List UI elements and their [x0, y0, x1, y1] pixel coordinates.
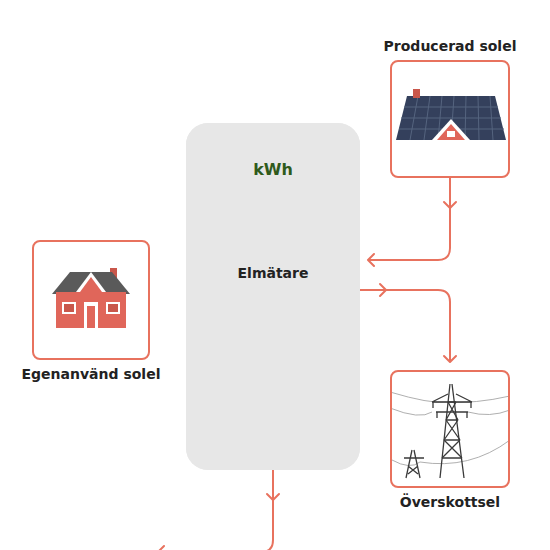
grid-box: Överskottsel: [390, 370, 510, 488]
flow-connector: [360, 284, 456, 362]
arrow-head: [444, 356, 456, 362]
arrow-head: [444, 202, 456, 208]
display-unit: kWh: [253, 160, 293, 179]
connector-line: [360, 290, 450, 362]
meter-label: Elmätare: [238, 265, 309, 281]
flow-connector: [368, 178, 456, 266]
node-heading: Egenanvänd solel: [22, 366, 161, 382]
connector-line: [368, 178, 450, 260]
house-icon: [52, 268, 130, 328]
arrow-head: [368, 254, 374, 266]
meter-node: kWhElmätare: [186, 123, 360, 470]
flow-connector: [158, 470, 279, 550]
arrow-head: [380, 284, 386, 296]
solar-box: Producerad solel: [390, 60, 510, 178]
solar-roof: [396, 89, 506, 140]
pylon-icon: [390, 384, 510, 478]
arrow-head: [267, 494, 279, 500]
node-heading: Överskottsel: [400, 494, 500, 510]
connector-line: [158, 470, 273, 550]
meter-body: [186, 123, 360, 470]
node-heading: Producerad solel: [384, 38, 517, 54]
house-box: Egenanvänd solel: [32, 240, 150, 360]
arrow-head: [158, 546, 164, 550]
